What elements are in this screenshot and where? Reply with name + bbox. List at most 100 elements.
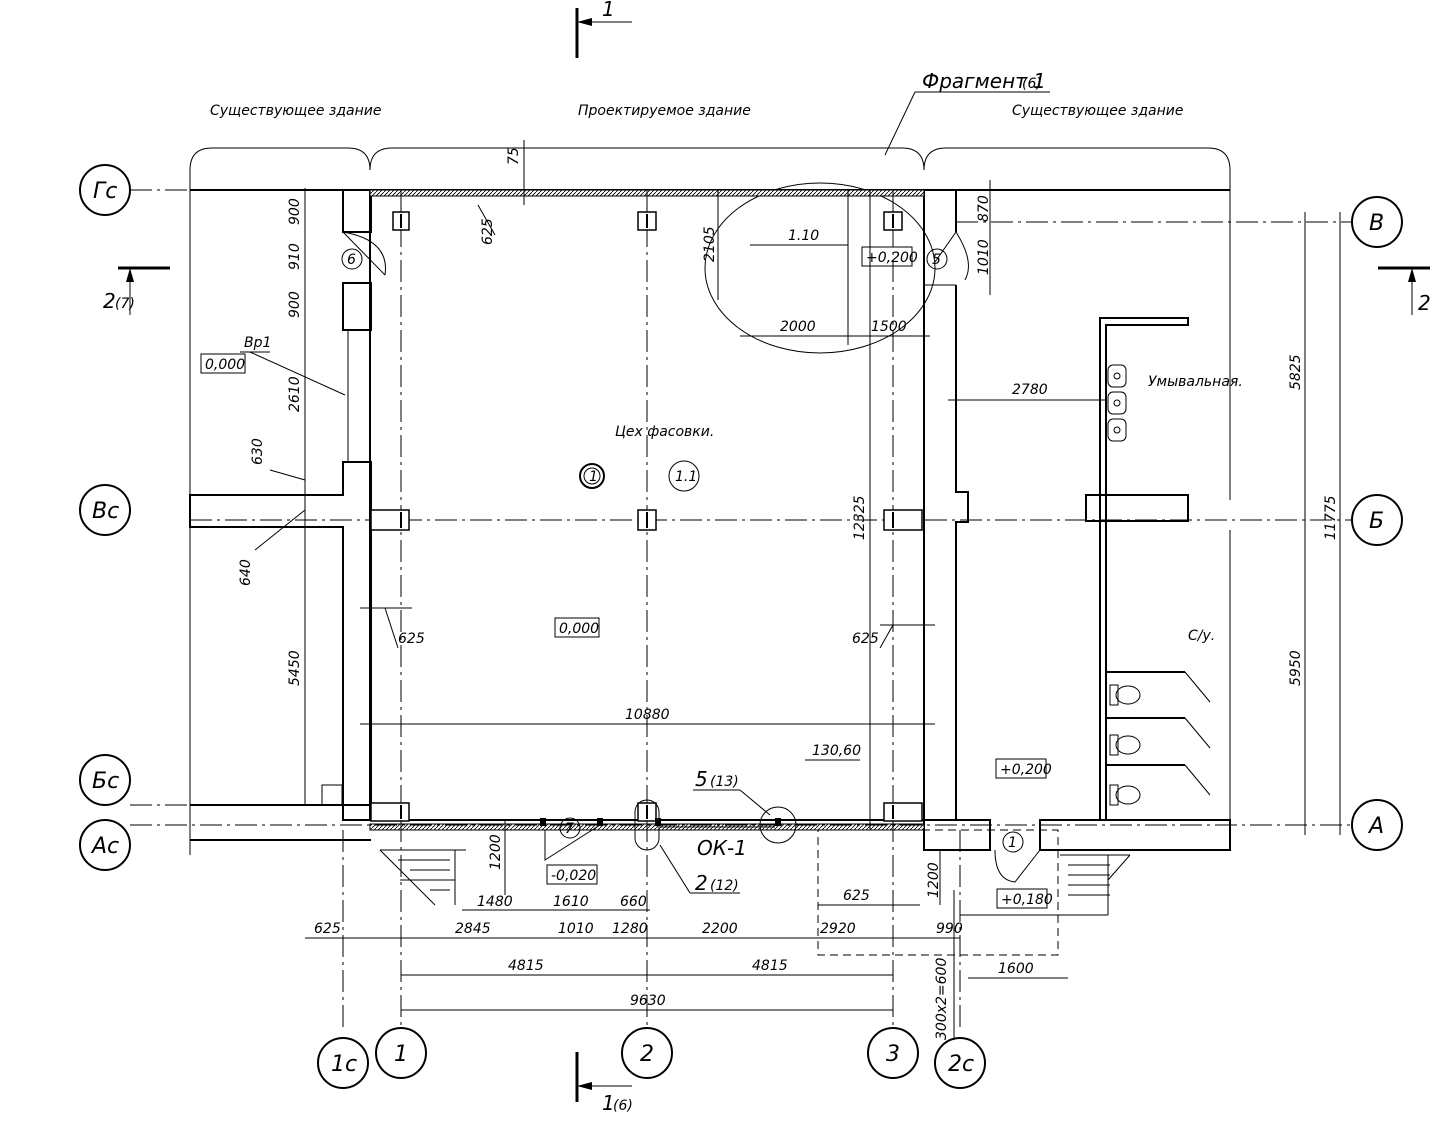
svg-text:11775: 11775 bbox=[1323, 495, 1339, 540]
room-area: 130,60 bbox=[805, 743, 861, 761]
column-3-top bbox=[883, 211, 903, 231]
room-number-text: 1.1 bbox=[675, 469, 697, 485]
svg-text:Гс: Гс bbox=[93, 179, 117, 204]
svg-text:А: А bbox=[1367, 814, 1384, 839]
section-marker-bottom: 1 (6) bbox=[575, 1052, 633, 1115]
callout-2: 2 (12) bbox=[659, 844, 740, 895]
svg-text:2: 2 bbox=[640, 1042, 654, 1067]
svg-text:300x2=600: 300x2=600 bbox=[934, 958, 950, 1040]
svg-text:2780: 2780 bbox=[1012, 382, 1048, 398]
axis-lines bbox=[130, 189, 1352, 1030]
door-mark-7: 7 bbox=[565, 821, 574, 837]
axis-bubble-2c: 2с bbox=[934, 1037, 986, 1089]
callout-5-ref: (13) bbox=[710, 774, 739, 790]
svg-text:Ас: Ас bbox=[90, 834, 119, 859]
svg-text:1: 1 bbox=[589, 469, 598, 485]
svg-text:75: 75 bbox=[506, 147, 522, 165]
svg-text:660: 660 bbox=[620, 894, 647, 910]
section-right-label: 2 bbox=[1418, 291, 1431, 315]
svg-text:1610: 1610 bbox=[553, 894, 589, 910]
svg-text:9630: 9630 bbox=[630, 993, 666, 1009]
axis-bubble-2: 2 bbox=[621, 1027, 673, 1079]
section-left-ref: (7) bbox=[115, 296, 135, 312]
svg-text:625: 625 bbox=[398, 631, 425, 647]
callout-ok1: ОК-1 bbox=[697, 836, 747, 860]
column-2-mid bbox=[637, 509, 657, 531]
label-designed: Проектируемое здание bbox=[578, 103, 751, 119]
door-mark-6: 6 bbox=[347, 252, 356, 268]
existing-walls bbox=[189, 170, 1231, 855]
room-area-text: 130,60 bbox=[812, 743, 861, 759]
svg-text:1200: 1200 bbox=[488, 834, 504, 870]
sink-icon bbox=[1107, 391, 1127, 415]
section-bottom-label: 1 bbox=[602, 1091, 615, 1115]
level-stair: +0,180 bbox=[1001, 892, 1053, 908]
level-marks: 0,000 0,000 +0,200 +0,200 -0,020 +0,180 bbox=[200, 246, 1053, 909]
svg-text:1500: 1500 bbox=[871, 319, 907, 335]
axis-bubble-v: В bbox=[1351, 196, 1403, 248]
columns bbox=[370, 211, 923, 822]
sink-icon bbox=[1107, 364, 1127, 388]
section-marker-right: 2 bbox=[1378, 266, 1431, 315]
south-windows bbox=[540, 799, 797, 851]
svg-text:1600: 1600 bbox=[998, 961, 1034, 977]
room-wash-label: Умывальная. bbox=[1148, 374, 1243, 390]
svg-text:1010: 1010 bbox=[558, 921, 594, 937]
callout-2-ref: (12) bbox=[710, 878, 739, 894]
fixtures bbox=[1107, 364, 1141, 806]
svg-text:12325: 12325 bbox=[852, 495, 868, 540]
axis-bubble-3: 3 bbox=[867, 1027, 919, 1079]
callout-5-num: 5 bbox=[695, 767, 708, 791]
svg-text:В: В bbox=[1369, 211, 1384, 236]
svg-text:2610: 2610 bbox=[287, 376, 303, 412]
svg-text:10880: 10880 bbox=[625, 707, 670, 723]
room-number-main: 1.1 bbox=[668, 460, 700, 492]
svg-text:900: 900 bbox=[287, 291, 303, 318]
room-main-label: Цех фасовки. bbox=[615, 424, 714, 440]
svg-text:625: 625 bbox=[480, 218, 496, 245]
callout-2-num: 2 bbox=[695, 871, 708, 895]
svg-text:1200: 1200 bbox=[926, 862, 942, 898]
svg-text:2000: 2000 bbox=[780, 319, 816, 335]
svg-text:Вс: Вс bbox=[92, 499, 119, 524]
level-entry: -0,020 bbox=[551, 868, 596, 884]
axis-bubble-b: Б bbox=[1351, 494, 1403, 546]
building-braces: Существующее здание Проектируемое здание… bbox=[189, 103, 1231, 171]
svg-text:5825: 5825 bbox=[1288, 354, 1304, 390]
axis-bubble-a: А bbox=[1351, 799, 1403, 851]
svg-text:5950: 5950 bbox=[1288, 650, 1304, 686]
svg-text:630: 630 bbox=[250, 438, 266, 465]
label-ok1: ОК-1 bbox=[697, 836, 747, 860]
axis-bubble-1c: 1с bbox=[317, 1037, 369, 1089]
column-1-bot bbox=[370, 802, 410, 822]
label-vr1: Вр1 bbox=[244, 335, 271, 351]
level-right: +0,200 bbox=[1000, 762, 1052, 778]
sink-icon bbox=[1107, 418, 1127, 442]
svg-text:910: 910 bbox=[287, 243, 303, 270]
toilet-icon bbox=[1109, 734, 1141, 756]
toilet-icon bbox=[1109, 784, 1141, 806]
fragment-callout: Фрагмент 1 (6) bbox=[704, 69, 1050, 354]
svg-text:870: 870 bbox=[976, 195, 992, 222]
column-1-top bbox=[392, 211, 410, 231]
svg-text:2200: 2200 bbox=[702, 921, 738, 937]
svg-text:4815: 4815 bbox=[508, 958, 544, 974]
svg-text:625: 625 bbox=[843, 888, 870, 904]
svg-text:1: 1 bbox=[394, 1042, 408, 1067]
column-2-bot bbox=[637, 802, 657, 822]
column-3-bot bbox=[883, 802, 923, 822]
svg-text:Бс: Бс bbox=[92, 769, 119, 794]
section-bottom-ref: (6) bbox=[613, 1098, 633, 1114]
svg-text:1480: 1480 bbox=[477, 894, 513, 910]
svg-text:2с: 2с bbox=[948, 1052, 974, 1077]
callout-5: 5 (13) bbox=[693, 767, 771, 816]
svg-text:5450: 5450 bbox=[287, 650, 303, 686]
gate-vr1: Вр1 bbox=[240, 330, 349, 462]
svg-text:990: 990 bbox=[936, 921, 963, 937]
svg-text:625: 625 bbox=[852, 631, 879, 647]
section-marker-top: 1 bbox=[575, 0, 632, 58]
level-top: +0,200 bbox=[866, 250, 918, 266]
level-left: 0,000 bbox=[205, 357, 245, 373]
column-1-mid bbox=[370, 509, 410, 531]
